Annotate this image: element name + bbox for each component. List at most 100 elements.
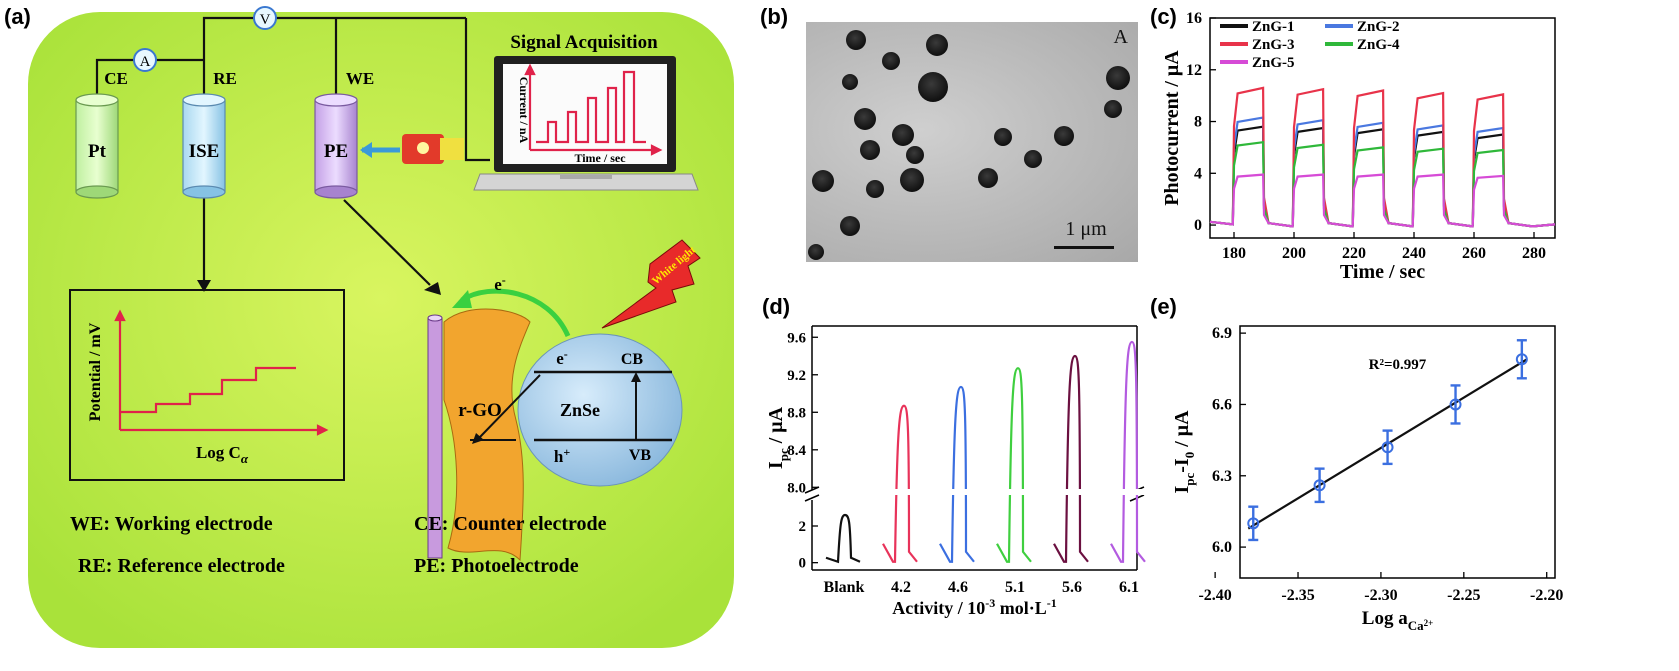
electrode-ise bbox=[182, 93, 226, 199]
x-tick-label: 260 bbox=[1462, 245, 1486, 262]
nanoparticle bbox=[842, 74, 858, 90]
y-tick-label: 4 bbox=[1194, 165, 1202, 182]
nanoparticle bbox=[994, 128, 1012, 146]
nanoparticle bbox=[854, 108, 876, 130]
potential-axis-y: Potential / mV bbox=[87, 322, 104, 421]
data-point bbox=[1449, 398, 1462, 411]
x-tick-label: -2.30 bbox=[1364, 587, 1397, 604]
x-tick-label: 280 bbox=[1522, 245, 1546, 262]
x-axis-label: Activity / 10-3 mol·L-1 bbox=[892, 596, 1057, 618]
nanoparticle bbox=[900, 168, 924, 192]
x-tick-label: -2.20 bbox=[1530, 587, 1563, 604]
x-tick-label: -2.25 bbox=[1447, 587, 1480, 604]
r-squared-annotation: R²=0.997 bbox=[1369, 357, 1427, 373]
y-tick-label-upper: 9.2 bbox=[787, 368, 806, 384]
znse-sphere-icon bbox=[470, 333, 683, 487]
panel-e-label: (e) bbox=[1150, 294, 1177, 319]
trace-5.1 bbox=[996, 367, 1032, 563]
plot-frame bbox=[1239, 325, 1556, 579]
legend-label-ZnG-1: ZnG-1 bbox=[1252, 19, 1295, 35]
panel-d-label: (d) bbox=[762, 294, 791, 319]
x-tick-label: 6.1 bbox=[1119, 579, 1139, 596]
pe-arrow-head bbox=[424, 282, 441, 295]
tem-image: A 1 μm bbox=[806, 22, 1138, 262]
legend-label-ZnG-3: ZnG-3 bbox=[1252, 37, 1295, 53]
trace-break-gap bbox=[1062, 489, 1088, 495]
panel-b-label: (b) bbox=[760, 4, 789, 29]
y-tick-label-lower: 0 bbox=[799, 556, 807, 572]
ise-arrow-head bbox=[197, 280, 211, 292]
trace-break-gap bbox=[948, 489, 974, 495]
x-tick-label: Blank bbox=[824, 579, 865, 596]
electron-in-sphere: e- bbox=[556, 347, 568, 368]
data-point bbox=[1381, 441, 1394, 454]
ammeter-label: A bbox=[140, 54, 151, 70]
y-axis-label: Photocurrent / μA bbox=[1161, 50, 1183, 206]
y-tick-label-upper: 8.8 bbox=[787, 405, 806, 421]
rgo-label: r-GO bbox=[458, 400, 502, 421]
screen-axis-y: Current / nA bbox=[517, 77, 531, 144]
scale-bar bbox=[1054, 246, 1114, 249]
nanoparticle bbox=[918, 72, 948, 102]
nanoparticle bbox=[812, 170, 834, 192]
nanoparticle bbox=[926, 34, 948, 56]
lightning-icon bbox=[601, 239, 701, 329]
x-axis-label: Time / sec bbox=[1340, 261, 1425, 283]
nanoparticle bbox=[808, 244, 824, 260]
electron-transfer-arrow bbox=[452, 288, 571, 338]
y-tick-label: 6.0 bbox=[1212, 539, 1232, 556]
electrode-pt bbox=[75, 93, 119, 199]
x-tick-label: -2.40 bbox=[1198, 587, 1231, 604]
trace-5.6 bbox=[1053, 354, 1089, 563]
axis-break-gap bbox=[805, 490, 819, 500]
y-tick-label-upper: 8.4 bbox=[787, 443, 806, 459]
electron-transfer-label: e- bbox=[494, 273, 506, 294]
y-tick-label-upper: 9.6 bbox=[787, 330, 806, 346]
electrode-pe-label: PE bbox=[324, 141, 348, 162]
nanoparticle bbox=[882, 52, 900, 70]
nanoparticle bbox=[846, 30, 866, 50]
scale-bar-label: 1 μm bbox=[1065, 218, 1107, 240]
screen-chart bbox=[524, 63, 663, 156]
trace-4.6 bbox=[939, 385, 975, 563]
legend-ce: CE: Counter electrode bbox=[414, 513, 607, 535]
circuit-wires bbox=[95, 16, 490, 286]
data-point bbox=[1247, 517, 1260, 530]
legend-label-ZnG-5: ZnG-5 bbox=[1252, 55, 1295, 71]
x-tick-label: 5.6 bbox=[1062, 579, 1082, 596]
x-tick-label: 200 bbox=[1282, 245, 1306, 262]
rgo-electrode-icon bbox=[427, 308, 531, 562]
nanoparticle bbox=[860, 140, 880, 160]
y-axis-label: Ipc / μA bbox=[765, 406, 791, 469]
y-tick-label: 6.6 bbox=[1212, 396, 1232, 413]
x-axis-label: Log aCa2+ bbox=[1362, 608, 1433, 633]
legend-label-ZnG-2: ZnG-2 bbox=[1357, 19, 1400, 35]
x-tick-label: 180 bbox=[1222, 245, 1246, 262]
trace-break-gap bbox=[1119, 489, 1145, 495]
x-tick-label: -2.35 bbox=[1281, 587, 1314, 604]
nanoparticle bbox=[892, 124, 914, 146]
potential-chart bbox=[114, 309, 329, 436]
y-tick-label: 6.3 bbox=[1212, 468, 1232, 485]
voltmeter-label: V bbox=[260, 12, 271, 28]
y-tick-label: 16 bbox=[1186, 10, 1202, 27]
electrode-pe bbox=[314, 93, 358, 199]
y-tick-label: 8 bbox=[1194, 114, 1202, 131]
axis-break-mark bbox=[804, 494, 820, 502]
legend-label-ZnG-4: ZnG-4 bbox=[1357, 37, 1400, 53]
signal-acquisition-title: Signal Acquisition bbox=[510, 32, 658, 53]
laptop-icon bbox=[473, 56, 699, 191]
panel-c-label: (c) bbox=[1150, 4, 1177, 29]
electrode-pt-label: Pt bbox=[88, 141, 107, 162]
wire-label-ce: CE bbox=[104, 69, 128, 88]
y-tick-label: 6.9 bbox=[1212, 325, 1232, 342]
nanoparticle bbox=[906, 146, 924, 164]
legend-re: RE: Reference electrode bbox=[78, 555, 285, 577]
nanoparticle bbox=[1054, 126, 1074, 146]
axis-break-mark bbox=[804, 486, 820, 494]
x-tick-label: 4.6 bbox=[948, 579, 968, 596]
znse-label: ZnSe bbox=[560, 400, 600, 420]
voltmeter-icon bbox=[253, 6, 277, 30]
data-point bbox=[1515, 353, 1528, 366]
y-tick-label: 0 bbox=[1194, 217, 1202, 234]
